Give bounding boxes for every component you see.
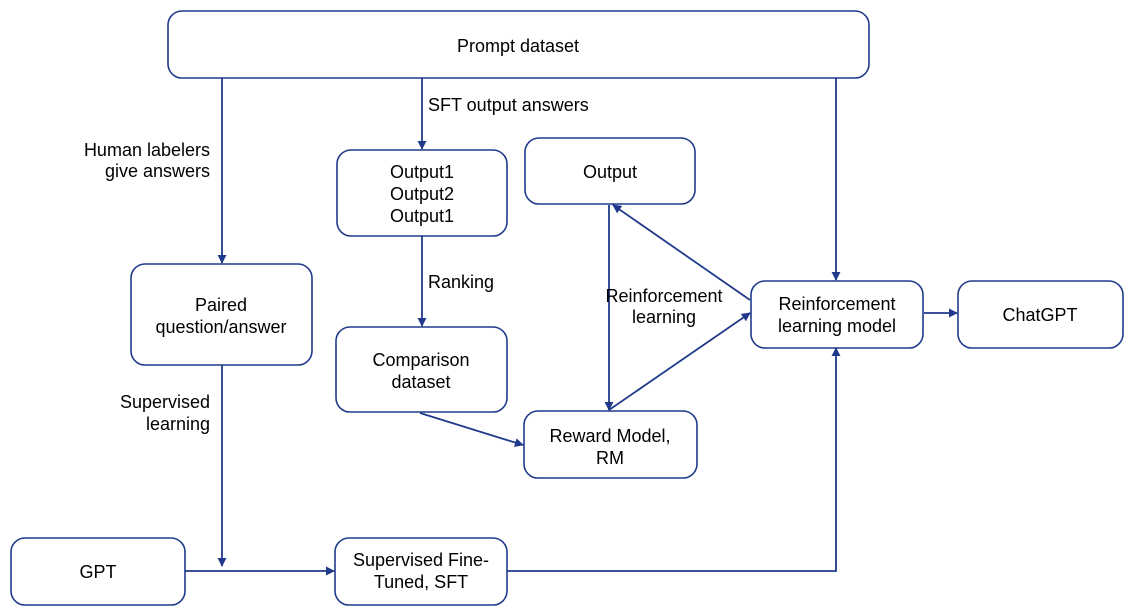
node-paired-question-answer: Paired question/answer — [130, 263, 313, 366]
svg-text:Human labelers: Human labelers — [84, 140, 210, 160]
svg-text:ChatGPT: ChatGPT — [1002, 305, 1077, 325]
svg-text:give answers: give answers — [105, 161, 210, 181]
svg-text:Prompt dataset: Prompt dataset — [457, 36, 579, 56]
node-label-line: Reward Model, — [549, 426, 670, 446]
node-chatgpt: ChatGPT — [957, 280, 1124, 349]
svg-text:Output1: Output1 — [390, 162, 454, 182]
node-label-line: Output2 — [390, 184, 454, 204]
node-label-line: learning model — [778, 316, 896, 336]
svg-text:dataset: dataset — [391, 372, 450, 392]
svg-text:Supervised Fine-: Supervised Fine- — [353, 550, 489, 570]
edge-label-line: give answers — [105, 161, 210, 181]
svg-text:question/answer: question/answer — [155, 317, 286, 337]
edge-label-line: learning — [632, 307, 696, 327]
edge-rl-model-to-output — [612, 204, 751, 301]
svg-text:Ranking: Ranking — [428, 272, 494, 292]
node-label-line: Output1 — [390, 162, 454, 182]
edge-label-reinforcement-learning: Reinforcement learning — [605, 286, 722, 327]
edge-label-line: Human labelers — [84, 140, 210, 160]
node-output: Output — [524, 137, 696, 205]
svg-text:learning model: learning model — [778, 316, 896, 336]
edge-comparison-to-reward-model — [419, 412, 524, 447]
svg-text:Tuned, SFT: Tuned, SFT — [374, 572, 468, 592]
edge-label-line: Reinforcement — [605, 286, 722, 306]
svg-text:learning: learning — [632, 307, 696, 327]
edge-sft-to-rl-model — [507, 347, 841, 572]
edge-label-sft-output-answers: SFT output answers — [428, 95, 589, 115]
node-label-line: Prompt dataset — [457, 36, 579, 56]
svg-text:Supervised: Supervised — [120, 392, 210, 412]
svg-text:Output2: Output2 — [390, 184, 454, 204]
edge-label-line: learning — [146, 414, 210, 434]
node-label-line: Output — [583, 162, 637, 182]
svg-text:learning: learning — [146, 414, 210, 434]
node-prompt-dataset: Prompt dataset — [167, 10, 870, 79]
svg-text:Reward Model,: Reward Model, — [549, 426, 670, 446]
svg-text:RM: RM — [596, 448, 624, 468]
svg-text:Output1: Output1 — [390, 206, 454, 226]
edge-label-line: SFT output answers — [428, 95, 589, 115]
edge-label-supervised-learning: Supervised learning — [120, 392, 210, 434]
node-comparison-dataset: Comparison dataset — [335, 326, 508, 413]
node-rl-model: Reinforcement learning model — [750, 280, 924, 349]
svg-text:SFT output answers: SFT output answers — [428, 95, 589, 115]
svg-text:Comparison: Comparison — [372, 350, 469, 370]
svg-text:Reinforcement: Reinforcement — [605, 286, 722, 306]
node-label-line: Supervised Fine- — [353, 550, 489, 570]
node-label-line: Output1 — [390, 206, 454, 226]
node-outputs-list: Output1 Output2 Output1 — [336, 149, 508, 237]
node-label-line: GPT — [79, 562, 116, 582]
edge-label-line: Ranking — [428, 272, 494, 292]
svg-text:GPT: GPT — [79, 562, 116, 582]
node-reward-model: Reward Model, RM — [523, 410, 698, 479]
edges — [185, 78, 958, 576]
svg-text:Output: Output — [583, 162, 637, 182]
node-label-line: dataset — [391, 372, 450, 392]
edge-label-ranking: Ranking — [428, 272, 494, 292]
edge-reward-model-to-rl-model — [608, 312, 751, 411]
node-label-line: Tuned, SFT — [374, 572, 468, 592]
edge-label-line: Supervised — [120, 392, 210, 412]
node-label-line: Paired — [195, 295, 247, 315]
node-label-line: Reinforcement — [778, 294, 895, 314]
svg-text:Paired: Paired — [195, 295, 247, 315]
node-label-line: Comparison — [372, 350, 469, 370]
node-label-line: ChatGPT — [1002, 305, 1077, 325]
node-label-line: RM — [596, 448, 624, 468]
node-gpt: GPT — [10, 537, 186, 606]
svg-text:Reinforcement: Reinforcement — [778, 294, 895, 314]
edge-label-human-labelers: Human labelers give answers — [84, 140, 210, 181]
node-label-line: question/answer — [155, 317, 286, 337]
node-sft: Supervised Fine- Tuned, SFT — [334, 537, 508, 606]
